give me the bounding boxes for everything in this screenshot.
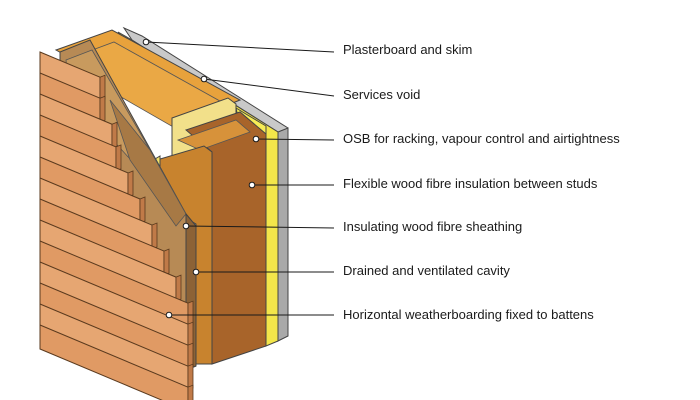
label-sheathing: Insulating wood fibre sheathing xyxy=(343,219,523,234)
plank-edge xyxy=(139,196,146,224)
leader-line-1 xyxy=(145,41,335,53)
leader-lines xyxy=(145,41,335,316)
leader-dot-6 xyxy=(192,268,200,276)
weatherboarding-planks xyxy=(39,51,194,400)
leader-dot-1 xyxy=(142,38,150,46)
leader-dots xyxy=(142,38,260,319)
leader-line-5 xyxy=(185,225,335,229)
leader-line-3 xyxy=(255,138,335,141)
label-plasterboard: Plasterboard and skim xyxy=(343,42,473,57)
leader-dot-5 xyxy=(182,222,190,230)
plank-edge xyxy=(151,222,158,250)
label-services-void: Services void xyxy=(343,87,421,102)
label-osb: OSB for racking, vapour control and airt… xyxy=(343,131,620,146)
leader-dot-3 xyxy=(252,135,260,143)
plank xyxy=(39,324,189,400)
leader-dot-2 xyxy=(200,75,208,83)
plank-edge xyxy=(127,170,134,198)
label-weatherboarding: Horizontal weatherboarding fixed to batt… xyxy=(343,307,594,322)
plank-edge xyxy=(163,248,170,276)
leader-line-2 xyxy=(203,78,335,97)
plank-edge xyxy=(115,144,122,172)
plank-edge xyxy=(111,121,118,149)
plank-edge xyxy=(187,384,194,400)
plank-edge xyxy=(175,274,182,302)
leader-dot-4 xyxy=(248,181,256,189)
label-wood-fibre-insulation: Flexible wood fibre insulation between s… xyxy=(343,176,598,191)
label-cavity: Drained and ventilated cavity xyxy=(343,263,510,278)
plank-edge xyxy=(99,95,106,123)
leader-dot-7 xyxy=(165,311,173,319)
